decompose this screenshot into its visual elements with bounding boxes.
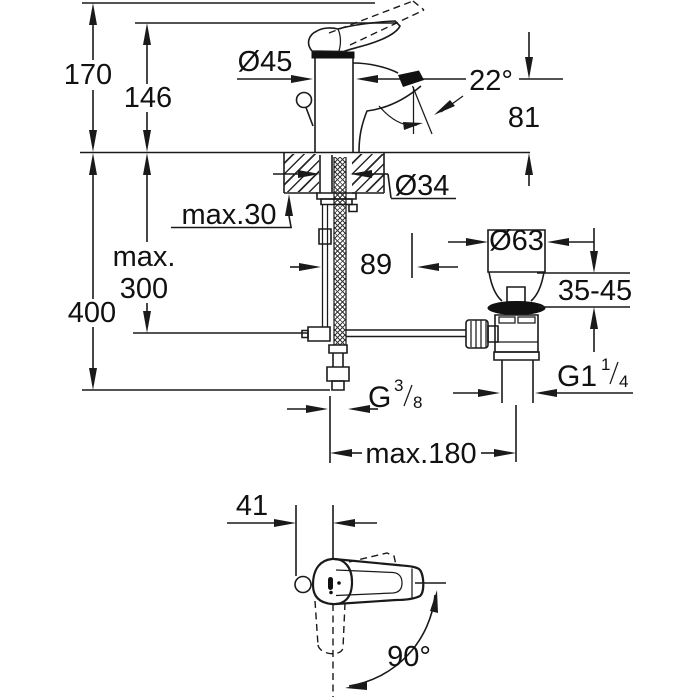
dim-label-400: 400 — [68, 297, 116, 329]
dim-label-146: 146 — [124, 82, 172, 114]
g114-denominator: 4 — [619, 372, 628, 391]
dim-label-89: 89 — [360, 249, 392, 281]
drain-dimensions — [448, 228, 633, 397]
shank-diameter-dimension — [273, 170, 456, 199]
dim-label-max180: max.180 — [365, 438, 476, 470]
g114-numerator: 1 — [601, 355, 610, 374]
g38-numerator: 3 — [394, 376, 403, 395]
dim-label-35-45: 35-45 — [558, 275, 632, 307]
dim-label-22deg: 22° — [469, 65, 513, 97]
g38-base: G — [368, 381, 391, 414]
dim-label-g-one-and-quarter: G1 1 4 — [557, 355, 628, 393]
dim-label-max30: max.30 — [181, 199, 276, 231]
dim-label-diameter-45: Ø45 — [238, 46, 293, 78]
dim-label-diameter-34: Ø34 — [395, 170, 450, 202]
hose-dimensions — [287, 405, 516, 457]
reference-lines — [80, 3, 530, 697]
dim-label-81: 81 — [508, 102, 540, 134]
g114-base: G1 — [557, 360, 597, 393]
dim-label-170: 170 — [64, 59, 112, 91]
spout-reach-dimension — [290, 263, 458, 271]
faucet-plan-view — [227, 519, 438, 690]
dim-label-300: 300 — [120, 273, 168, 305]
dim-label-41: 41 — [236, 490, 268, 522]
dim-label-90deg: 90° — [387, 641, 431, 673]
shank-and-hose — [302, 155, 466, 390]
faucet-side-view — [297, 1, 433, 152]
dim-label-g-three-eighths: G 3 8 — [368, 376, 422, 414]
deck-thickness-dimension — [171, 194, 293, 228]
dim-label-diameter-63: Ø63 — [489, 225, 544, 257]
popup-waste-assembly — [466, 230, 546, 403]
dim-label-max-word: max. — [113, 241, 176, 273]
vertical-dimension-lines — [89, 3, 151, 390]
g38-denominator: 8 — [413, 393, 422, 412]
mounting-deck — [284, 153, 384, 193]
dimension-labels: 170 146 Ø45 22° 81 Ø34 max.30 max. 300 4… — [64, 46, 632, 673]
